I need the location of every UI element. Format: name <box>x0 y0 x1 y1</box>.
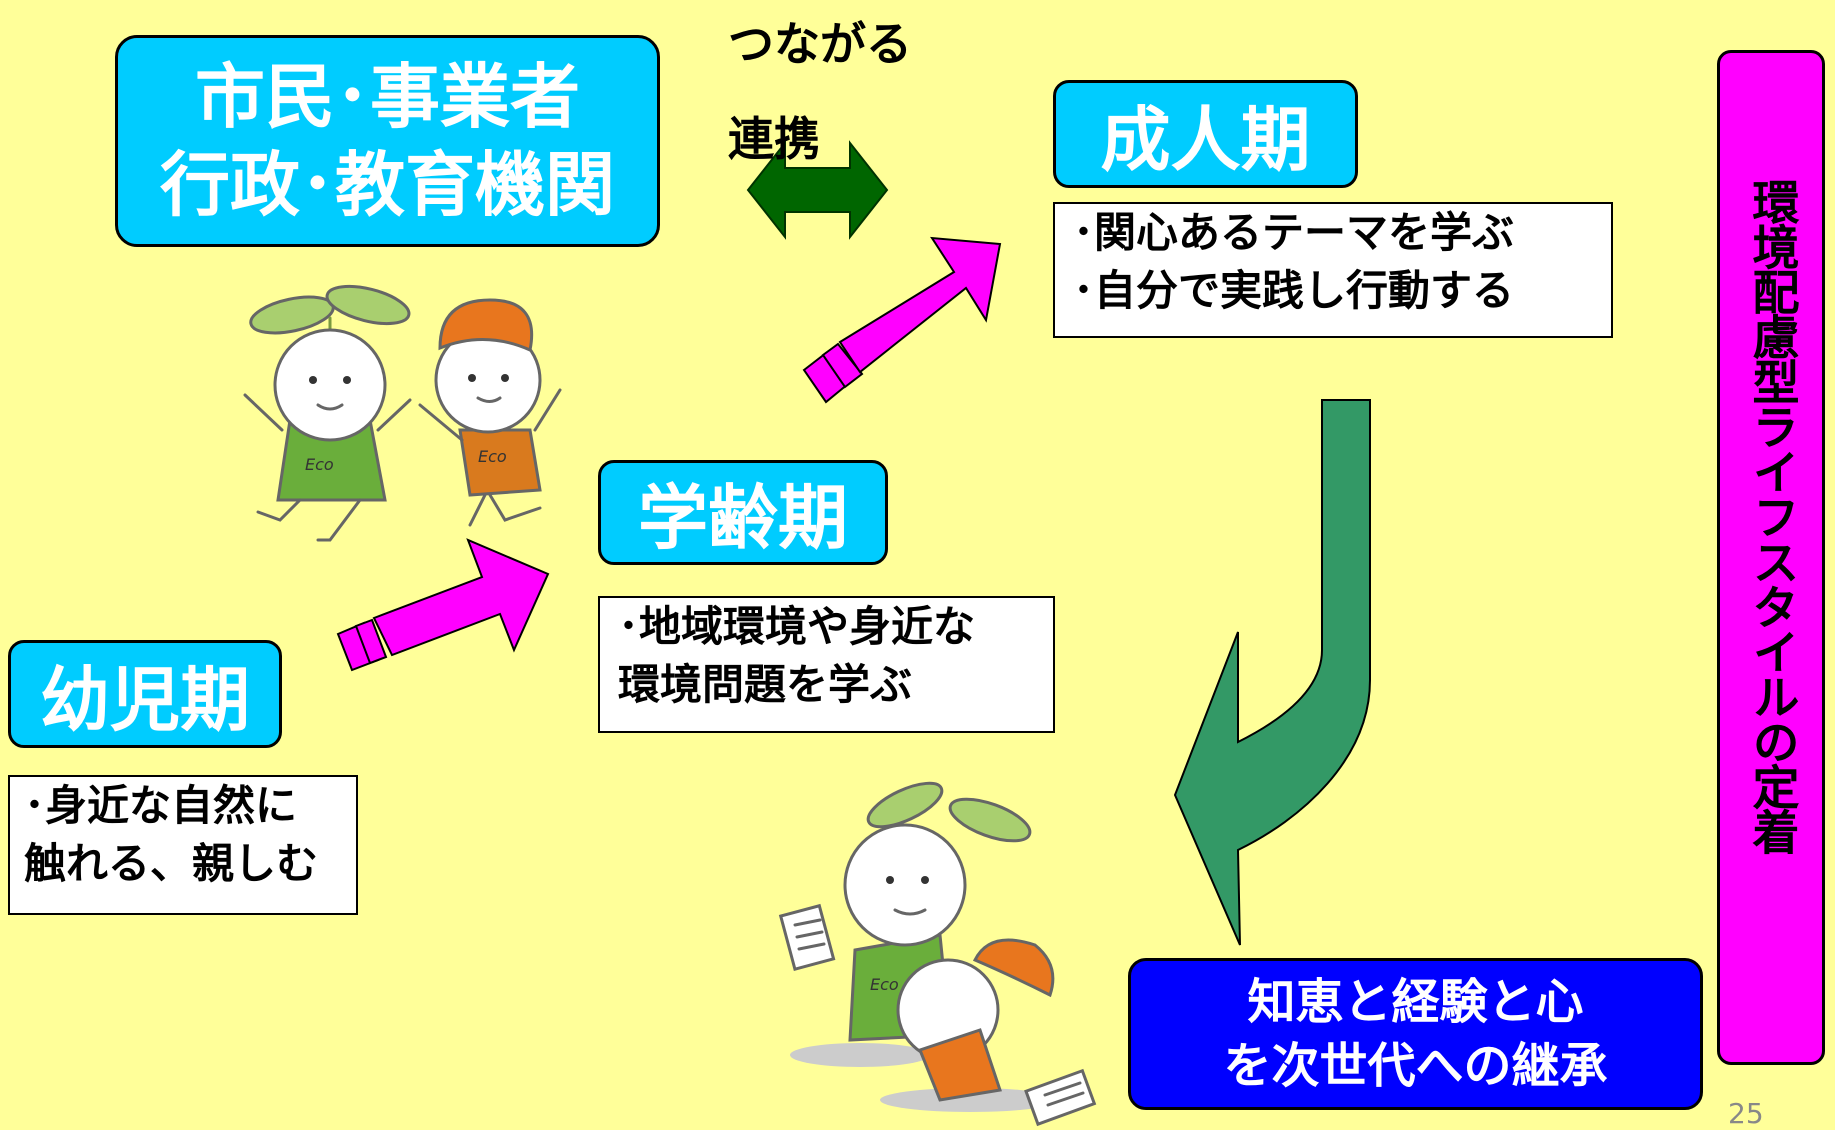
connect-label: つながる <box>728 17 912 71</box>
school-stage-title: 学齢期 <box>598 460 888 565</box>
adult-stage-title: 成人期 <box>1053 80 1358 188</box>
actors-box: 市民･事業者 行政･教育機関 <box>115 35 660 247</box>
infant-line-2: 触れる、親しむ <box>24 839 319 888</box>
infant-stage-description: ･身近な自然に 触れる、親しむ <box>8 775 358 915</box>
school-line-2: 環境問題を学ぶ <box>618 660 913 709</box>
school-line-1: ･地域環境や身近な <box>618 602 976 651</box>
svg-text:Eco: Eco <box>305 455 334 474</box>
side-banner: 環境配慮型ライフスタイルの定着 <box>1717 50 1825 1065</box>
adult-stage-description: ･関心あるテーマを学ぶ ･自分で実践し行動する <box>1053 202 1613 338</box>
inheritance-line-1: 知恵と経験と心 <box>1247 974 1584 1030</box>
adult-line-2: ･自分で実践し行動する <box>1073 266 1515 315</box>
page-number: 25 <box>1728 1097 1764 1130</box>
inheritance-line-2: を次世代への継承 <box>1223 1038 1608 1094</box>
svg-text:Eco: Eco <box>870 975 899 994</box>
progress-arrow-infant-to-school <box>336 538 550 672</box>
actors-line-2: 行政･教育機関 <box>160 144 615 226</box>
cooperation-double-arrow <box>746 140 889 240</box>
school-stage-description: ･地域環境や身近な 環境問題を学ぶ <box>598 596 1055 733</box>
adult-line-1: ･関心あるテーマを学ぶ <box>1073 208 1515 257</box>
side-banner-text: 環境配慮型ライフスタイルの定着 <box>1743 178 1799 853</box>
mascot-pair-illustration: Eco Eco <box>243 284 562 542</box>
curved-arrow-to-inheritance <box>1173 399 1371 946</box>
infant-stage-title: 幼児期 <box>8 640 282 748</box>
progress-arrow-school-to-adult <box>802 236 1002 404</box>
mascot-reading-illustration: Eco <box>778 781 1097 1127</box>
svg-text:Eco: Eco <box>478 447 507 466</box>
cooperation-label: 連携 <box>728 112 820 166</box>
infant-line-1: ･身近な自然に <box>24 781 298 830</box>
actors-line-1: 市民･事業者 <box>195 56 580 138</box>
inheritance-box: 知恵と経験と心 を次世代への継承 <box>1128 958 1703 1110</box>
